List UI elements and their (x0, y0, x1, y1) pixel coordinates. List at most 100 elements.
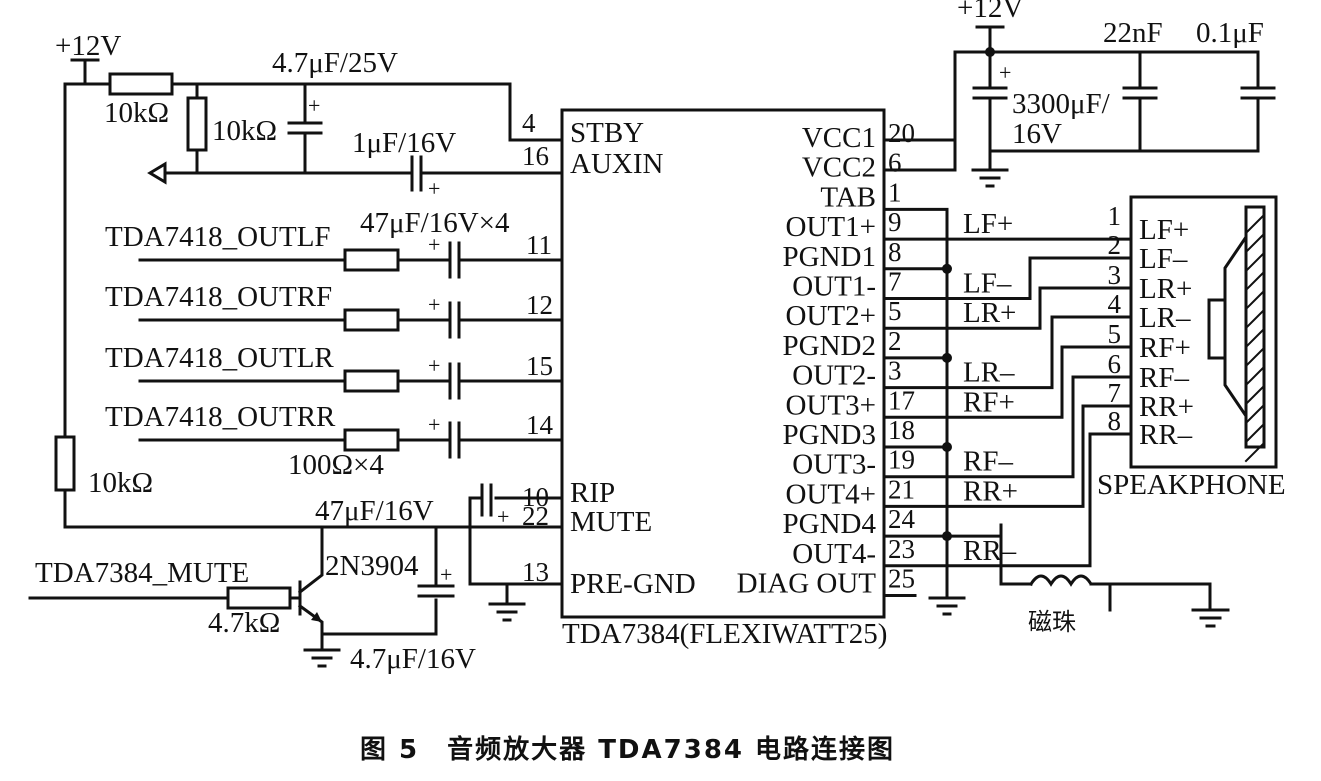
output-wiring: LF+LF–LR+LR–RF+RF–RR+RR– (882, 207, 1133, 616)
label-c-22n: 22nF (1103, 17, 1163, 49)
input-capacitor (448, 241, 461, 279)
ic-right-pin-name: PGND4 (783, 508, 877, 540)
ic-left-pin-name: MUTE (570, 506, 652, 538)
input-net-label: TDA7418_OUTRR (105, 401, 336, 433)
pin-4: 4 (522, 108, 536, 138)
input-net-label: TDA7418_OUTLR (105, 342, 334, 374)
label-r-top: 10kΩ (104, 97, 169, 129)
speaker-pin-name: RR– (1139, 419, 1193, 451)
input-resistor (343, 369, 400, 393)
label-mute-net: TDA7384_MUTE (35, 557, 249, 589)
mute-network: + 10 22 13 47μF/16V TDA7384_MUTE 4.7kΩ 2… (28, 482, 564, 675)
ferrite-bead-icon (1028, 574, 1212, 587)
ic-right-pin-number: 5 (888, 296, 902, 326)
output-wire (882, 432, 1133, 568)
output-wire (882, 256, 1133, 300)
input-resistor (343, 428, 400, 452)
speaker-pin-number: 8 (1108, 406, 1122, 436)
ic-right-pin-name: OUT4+ (786, 478, 876, 510)
ground-symbol-emitter (303, 648, 341, 668)
ic-right-pin-name: PGND1 (783, 241, 876, 273)
ic-right-pin-number: 8 (888, 237, 902, 267)
junction-dot (942, 263, 952, 274)
speaker-name: SPEAKPHONE (1097, 469, 1286, 501)
label-c-inputs: 47μF/16V×4 (360, 207, 510, 239)
ic-tda7384 (560, 108, 886, 619)
hatch-pattern (1244, 213, 1266, 463)
supply-label-left: +12V (55, 30, 121, 62)
speaker-cone-icon (1223, 232, 1248, 421)
vcc-network: +12V + 3300μF/ 16V 22nF 0.1μF (882, 0, 1276, 188)
input-pin-number: 12 (526, 290, 553, 320)
output-wire (882, 315, 1133, 390)
wire-left-rail (63, 82, 564, 529)
ic-right-pin-name: OUT4- (792, 538, 876, 570)
speaker-connector (1129, 195, 1278, 469)
polarity-plus: + (428, 412, 440, 437)
ic-right-pin-number: 1 (888, 177, 902, 207)
label-c-auxin: 1μF/16V (352, 127, 456, 159)
ground-symbol-pregnd (488, 582, 526, 622)
pin-10: 10 (522, 482, 549, 512)
ic-left-pin-name: STBY (570, 117, 644, 149)
output-net-label: LF+ (963, 208, 1013, 240)
speaker-pin-name: RR+ (1139, 391, 1194, 423)
ground-bus (882, 207, 966, 616)
ic-right-pin-number: 21 (888, 474, 915, 504)
ic-right-pin-number: 18 (888, 415, 915, 445)
input-capacitor (448, 421, 461, 459)
polarity-plus: + (440, 562, 452, 587)
ic-left-pin-name: AUXIN (570, 148, 663, 180)
polarity-plus: + (428, 232, 440, 257)
wire-vcc (882, 50, 1260, 172)
output-net-label: LR– (963, 357, 1015, 389)
output-wire (882, 345, 1133, 419)
polarity-plus: + (999, 60, 1011, 85)
capacitors-decoupling (988, 50, 1276, 153)
speaker-magnet-icon (1207, 298, 1227, 360)
speaker-pin-name: LF+ (1139, 214, 1189, 246)
label-r-inputs: 100Ω×4 (288, 449, 384, 481)
input-pin-number: 15 (526, 351, 553, 381)
polarity-plus: + (308, 93, 320, 118)
ic-left-pin-name: PRE-GND (570, 568, 696, 600)
capacitor-emitter (417, 525, 455, 598)
label-ferrite: 磁珠 (1028, 608, 1076, 636)
speaker-pin-name: RF– (1139, 362, 1189, 394)
emitter-arrow-icon (311, 612, 322, 622)
polarity-plus: + (428, 353, 440, 378)
speaker-pin-number: 1 (1108, 201, 1122, 231)
output-net-label: RR– (963, 535, 1017, 567)
auxin-input-arrow-icon (147, 161, 167, 185)
output-net-label: LF– (963, 268, 1012, 300)
resistor-r-left (54, 435, 76, 492)
speaker-pin-number: 5 (1108, 319, 1122, 349)
speaker-pin-number: 4 (1108, 289, 1122, 319)
ic-name: TDA7384(FLEXIWATT25) (562, 618, 887, 650)
speaker-pin-name: RF+ (1139, 332, 1191, 364)
output-wire (882, 286, 1133, 330)
resistor-r-mid (186, 96, 208, 152)
wire-stby (63, 82, 564, 142)
speaker-icon (1207, 205, 1266, 463)
ic-right-pin-number: 23 (888, 534, 915, 564)
label-c-emitter: 4.7μF/16V (350, 643, 476, 675)
ic-right-pin-number: 3 (888, 356, 902, 386)
ic-right-pin-name: TAB (820, 181, 876, 213)
label-r-base: 4.7kΩ (208, 607, 280, 639)
ic-right-pin-name: VCC2 (802, 152, 876, 184)
input-channels: TDA7418_OUTLF+11IN1TDA7418_OUTRF+12IN2TD… (105, 221, 614, 459)
ic-right-pin-number: 9 (888, 207, 902, 237)
output-net-label: RF+ (963, 386, 1015, 418)
capacitor-stby (287, 82, 323, 175)
pin-22: 22 (522, 501, 549, 531)
label-c-stby: 4.7μF/25V (272, 47, 398, 79)
wire-rip (468, 496, 564, 586)
ic-right-pin-name: OUT2+ (786, 300, 876, 332)
label-c-bulk-line1: 3300μF/ (1012, 88, 1111, 120)
output-net-label: RR+ (963, 475, 1018, 507)
speaker-pin-number: 7 (1108, 378, 1122, 408)
